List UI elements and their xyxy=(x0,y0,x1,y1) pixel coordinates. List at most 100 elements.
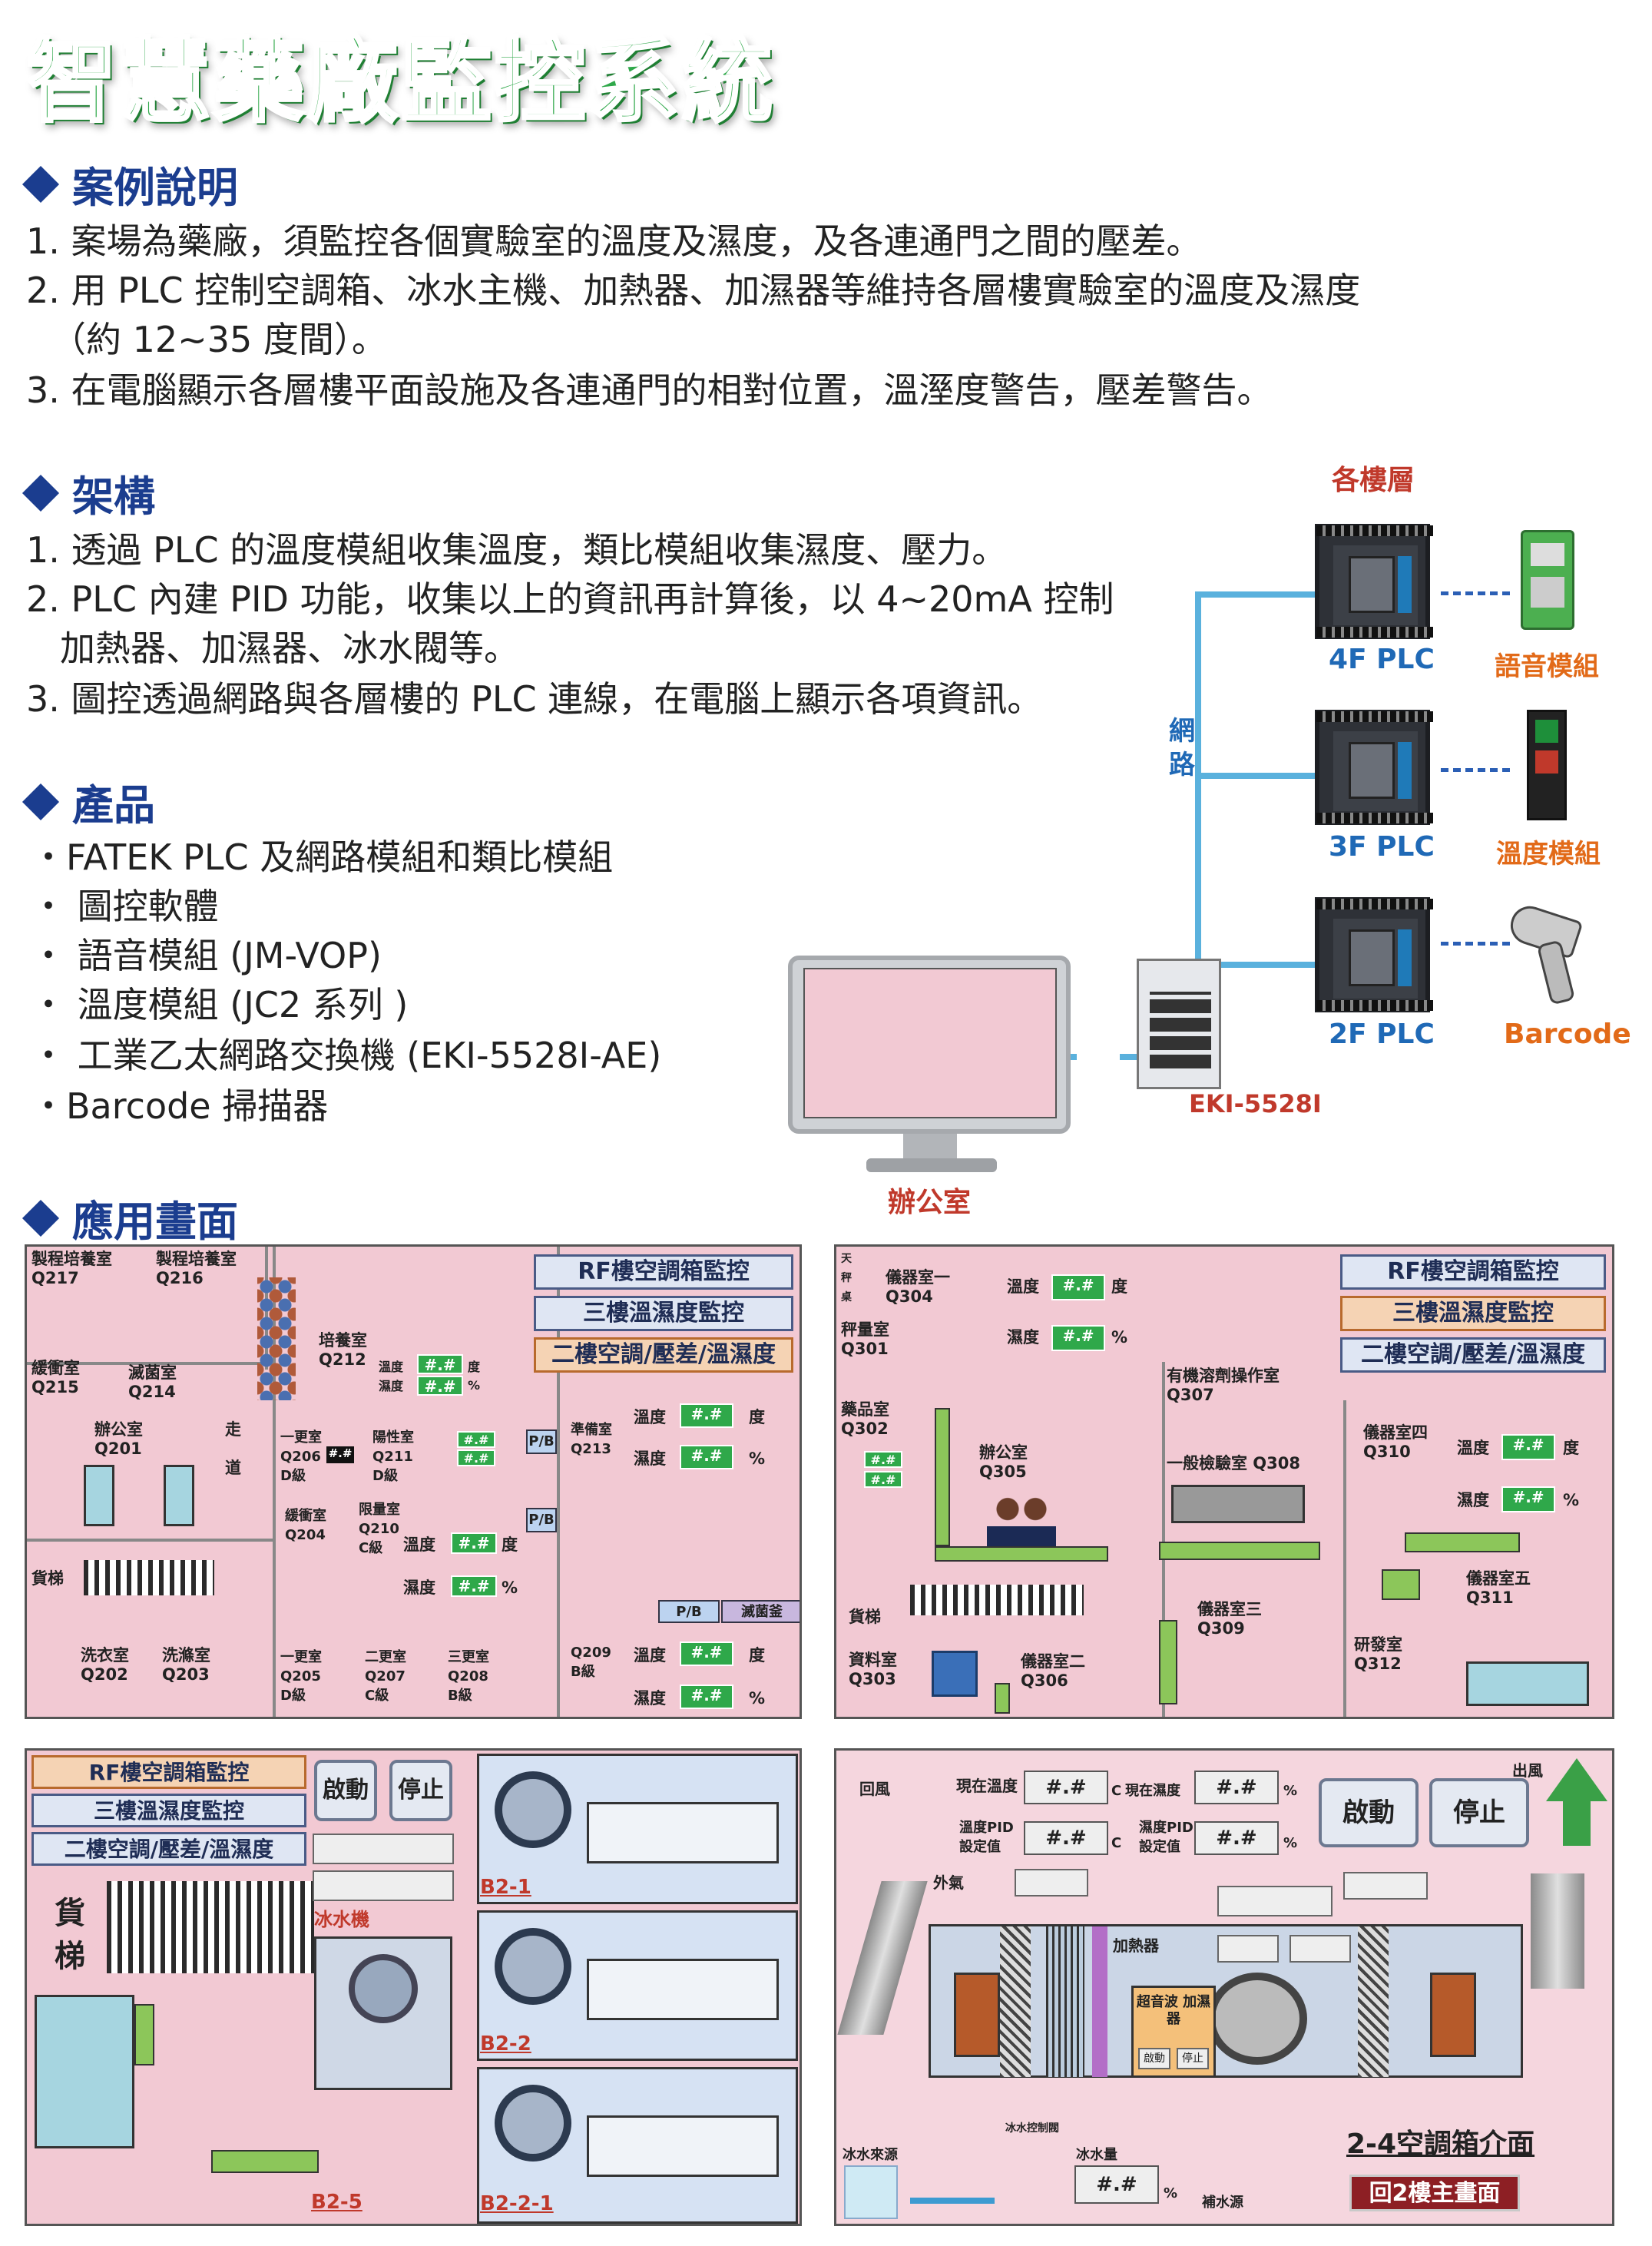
floors-label: 各樓層 xyxy=(1332,465,1415,496)
return-air-label: 回風 xyxy=(859,1780,890,1798)
unit-label: B2-1 xyxy=(480,1876,531,1899)
stop-button[interactable]: 停止 xyxy=(389,1760,452,1821)
unit-deg: 度 xyxy=(1111,1277,1127,1296)
hum-value: #.# xyxy=(864,1471,902,1488)
pass-box: P/B xyxy=(658,1600,720,1623)
ethernet-switch-icon xyxy=(1137,959,1221,1089)
nav-floor3-button[interactable]: 三樓溫濕度監控 xyxy=(534,1296,793,1331)
chw-source-label: 冰水來源 xyxy=(843,2147,898,2163)
temp-value: #.# xyxy=(864,1451,902,1468)
nav-rf-button[interactable]: RF樓空調箱監控 xyxy=(534,1254,793,1290)
nav-rf-button[interactable]: RF樓空調箱監控 xyxy=(1340,1254,1606,1290)
ahu-stop-button[interactable]: 停止 xyxy=(1429,1778,1529,1847)
voice-module-label: 語音模組 xyxy=(1495,651,1599,682)
hum-pid-label: 濕度PID 設定值 xyxy=(1139,1820,1193,1855)
humidifier-stop-button[interactable]: 停止 xyxy=(1177,2048,1209,2069)
hum-value: #.# xyxy=(680,1445,733,1469)
pass-box: P/B xyxy=(526,1508,557,1532)
arch-line-1: 1. 透過 PLC 的溫度模組收集溫度，類比模組收集濕度、壓力。 xyxy=(26,529,1008,571)
hum-pid-value[interactable]: #.# xyxy=(1194,1821,1279,1855)
arch-line-2: 2. PLC 內建 PID 功能，收集以上的資訊再計算後，以 4~20mA 控制 xyxy=(26,578,1114,620)
start-button[interactable]: 啟動 xyxy=(314,1760,377,1821)
temp-label: 溫度 xyxy=(634,1408,666,1426)
network-link-2f xyxy=(1195,962,1315,968)
unit-pct: % xyxy=(502,1578,518,1597)
ahu-unit xyxy=(477,1754,798,1904)
temp-pid-label: 溫度PID 設定值 xyxy=(959,1820,1014,1855)
case-line-4: 3. 在電腦顯示各層樓平面設施及各連通門的相對位置，溫溼度警告，壓差警告。 xyxy=(26,369,1273,411)
unit-label: B2-2-1 xyxy=(480,2192,554,2215)
monitor-icon xyxy=(788,956,1071,1134)
case-line-3: （約 12~35 度間）。 xyxy=(51,319,387,360)
section-heading-arch: 架構 xyxy=(22,462,155,523)
hum-label: 濕度 xyxy=(1007,1328,1039,1347)
product-item: ・ 語音模組 (JM-VOP) xyxy=(31,935,382,976)
temp-value: #.# xyxy=(451,1532,497,1554)
ahu-start-button[interactable]: 啟動 xyxy=(1319,1778,1419,1847)
unit-deg: 度 xyxy=(1563,1439,1579,1457)
voice-module-icon xyxy=(1521,530,1574,630)
temp-value: #.# xyxy=(1051,1274,1105,1300)
unit-pct: % xyxy=(749,1449,766,1468)
nav-rf-button[interactable]: RF樓空調箱監控 xyxy=(31,1755,306,1789)
link-temp xyxy=(1441,768,1510,772)
network-trunk xyxy=(1195,591,1201,1060)
ahu-unit xyxy=(477,2067,798,2224)
floppy-icon xyxy=(932,1651,978,1697)
arch-heading-text: 架構 xyxy=(72,472,155,521)
chw-flow-value: #.# xyxy=(1074,2165,1159,2204)
people-icon xyxy=(987,1492,1056,1548)
nav-floor3-button[interactable]: 三樓溫濕度監控 xyxy=(1340,1296,1606,1331)
hum-label: 濕度 xyxy=(634,1449,666,1468)
network-link-3f xyxy=(1195,773,1315,779)
temp-label: 溫度 xyxy=(1007,1277,1039,1296)
heater-label: 加熱器 xyxy=(1113,1936,1159,1955)
products-heading-text: 產品 xyxy=(72,781,155,830)
nav-floor3-button[interactable]: 三樓溫濕度監控 xyxy=(31,1794,306,1827)
cur-hum-value: #.# xyxy=(1194,1771,1279,1804)
temp-label: 溫度 xyxy=(403,1535,435,1554)
nav-floor2-button[interactable]: 二樓空調/壓差/溫濕度 xyxy=(534,1337,793,1373)
temp-pid-value[interactable]: #.# xyxy=(1024,1821,1108,1855)
product-item: ・Barcode 掃描器 xyxy=(31,1085,329,1127)
screens-heading-text: 應用畫面 xyxy=(72,1198,238,1246)
nav-floor2-button[interactable]: 二樓空調/壓差/溫濕度 xyxy=(1340,1337,1606,1373)
page-title: 智慧藥廠監控系統 xyxy=(25,27,776,136)
up-arrow-icon xyxy=(1546,1758,1607,1801)
nav-floor2-button[interactable]: 二樓空調/壓差/溫濕度 xyxy=(31,1832,306,1866)
hum-label: 濕度 xyxy=(1457,1491,1489,1509)
diamond-icon xyxy=(22,1199,60,1237)
cur-hum-label: 現在濕度 xyxy=(1125,1783,1180,1799)
unit-pct: % xyxy=(1283,1835,1298,1851)
barcode-scanner-icon xyxy=(1505,901,1594,1005)
unit-c: C xyxy=(1111,1835,1122,1851)
monitor-base xyxy=(866,1158,997,1172)
unit-c: C xyxy=(1111,1783,1122,1799)
plc-3f-label: 3F PLC xyxy=(1329,831,1435,863)
back-to-2f-button[interactable]: 回2樓主畫面 xyxy=(1349,2175,1520,2211)
elevator-label: 貨梯 xyxy=(849,1608,881,1626)
hum-value: #.# xyxy=(417,1376,463,1396)
link-barcode xyxy=(1441,942,1510,946)
humidifier-box: 超音波 加濕器 啟動 停止 xyxy=(1131,1986,1216,2078)
humidifier-start-button[interactable]: 啟動 xyxy=(1138,2048,1170,2069)
case-heading-text: 案例說明 xyxy=(72,164,238,212)
unit-deg: 度 xyxy=(468,1360,481,1374)
temp-value: #.# xyxy=(417,1354,463,1374)
plc-3f xyxy=(1315,710,1433,825)
product-item: ・ 圖控軟體 xyxy=(31,886,219,927)
ahu-unit xyxy=(477,1910,798,2061)
product-item: ・ 工業乙太網路交換機 (EKI-5528I-AE) xyxy=(31,1035,662,1076)
case-line-2: 2. 用 PLC 控制空調箱、冰水主機、加熱器、加濕器等維持各層樓實驗室的溫度及… xyxy=(26,270,1361,311)
unit-pct: % xyxy=(749,1689,766,1708)
hum-value: #.# xyxy=(680,1684,733,1709)
plc-4f-label: 4F PLC xyxy=(1329,644,1435,675)
humidifier-label: 超音波 加濕器 xyxy=(1136,1994,1211,2027)
pass-box: P/B xyxy=(526,1429,557,1454)
plc-4f xyxy=(1315,524,1433,639)
section-heading-screens: 應用畫面 xyxy=(22,1188,238,1248)
unit-pct: % xyxy=(1563,1491,1580,1509)
outlet-air-label: 出風 xyxy=(1512,1761,1543,1780)
link-voice xyxy=(1441,591,1510,595)
